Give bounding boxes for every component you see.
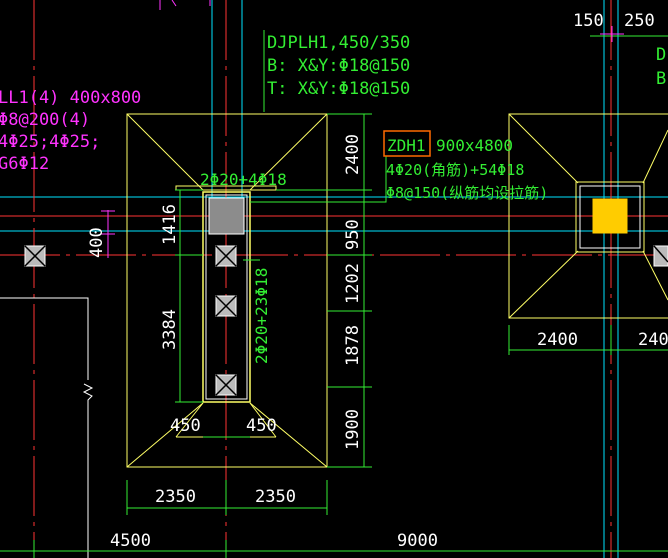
footing-label-line3: T: X&Y:Φ18@150 [267, 79, 410, 99]
column-inner-frame [205, 194, 248, 400]
footing-label-line1: DJPLH1,450/350 [267, 33, 410, 53]
column-label-line3: Φ8@150(纵筋均设拉筋) [386, 184, 548, 202]
footing-right-slope-br [642, 250, 668, 301]
footing-right-column-inner [579, 185, 641, 249]
beam-line-magenta-top-2 [171, 0, 177, 7]
rebar-square-left [24, 245, 46, 267]
beam-label-line3: 4Φ25;4Φ25; [0, 132, 100, 152]
footing-bottom-diag-r [249, 402, 277, 438]
dim-right-1202: 1202 [343, 263, 363, 304]
beam-section-mark [101, 210, 115, 235]
footing-right-outline [508, 113, 668, 319]
dim-left-400: 400 [87, 227, 107, 258]
rebar-markers [24, 245, 668, 396]
column-id-highlight-box[interactable] [383, 130, 431, 157]
footing-right-slope-bl [508, 250, 579, 319]
footing-right-column-core [592, 198, 628, 234]
right-edge-letter-b: B [656, 69, 666, 89]
footing-bottom-diag-l [175, 402, 204, 438]
column-outer-frame [202, 191, 251, 403]
column-label-size: 900x4800 [436, 136, 513, 155]
dim-top-right-150: 150 [573, 11, 604, 31]
dim-bottom-2350-right: 2350 [255, 487, 296, 507]
dim-left-3384: 3384 [160, 309, 180, 350]
footing-slope-tr [249, 113, 328, 191]
dim-right-950: 950 [343, 219, 363, 250]
rebar-square-2 [215, 295, 237, 317]
cursor-crosshair-icon [600, 26, 624, 42]
dim-right-footing-240: 240 [638, 330, 668, 350]
dim-right-1878: 1878 [343, 325, 363, 366]
footing-main[interactable] [126, 113, 328, 468]
dim-right-2400: 2400 [343, 134, 363, 175]
beam-edge-white [0, 297, 89, 380]
rebar-label-side: 2Φ20+23Φ18 [252, 268, 271, 364]
footing-right[interactable] [508, 113, 668, 319]
dim-bottom-2350-left: 2350 [155, 487, 196, 507]
column-top-block [208, 197, 245, 235]
dimension-lines [0, 30, 668, 558]
rebar-square-3 [215, 374, 237, 396]
footing-right-slope-tr [642, 129, 668, 184]
dim-right-1900: 1900 [343, 409, 363, 450]
column-label-line2: 4Φ20(角筋)+54Φ18 [386, 161, 524, 179]
footing-slope-br [249, 402, 328, 468]
leader-column-label [250, 156, 387, 203]
footing-main-outline [126, 113, 328, 468]
footing-right-slope-tl [508, 113, 579, 184]
column-zdh1[interactable] [202, 191, 251, 403]
dim-right-footing-2400: 2400 [537, 330, 578, 350]
beam-label-line2: Φ8@200(4) [0, 110, 90, 130]
rebar-label-top: 2Φ20+4Φ18 [200, 170, 287, 189]
right-edge-letter-d: D [656, 45, 666, 65]
dim-bottom-450-left: 450 [170, 416, 201, 436]
dim-top-right-250: 250 [624, 11, 655, 31]
dim-left-1416: 1416 [160, 204, 180, 245]
beam-ll1-edge [0, 297, 94, 558]
footing-right-column-frame [575, 181, 645, 253]
dim-bottom-450-right: 450 [246, 416, 277, 436]
break-symbol [82, 383, 94, 558]
footing-label-line2: B: X&Y:Φ18@150 [267, 56, 410, 76]
dim-bottom-4500: 4500 [110, 531, 151, 551]
column-label-id[interactable]: ZDH1 [387, 136, 426, 155]
footing-slope-bl [126, 402, 204, 468]
footing-slope-tl [126, 113, 204, 191]
rebar-square-1 [215, 245, 237, 267]
beam-label-line1: LL1(4) 400x800 [0, 88, 141, 108]
rebar-square-right [653, 245, 668, 267]
beam-label-line4: G6Φ12 [0, 154, 49, 174]
dim-bottom-9000: 9000 [397, 531, 438, 551]
